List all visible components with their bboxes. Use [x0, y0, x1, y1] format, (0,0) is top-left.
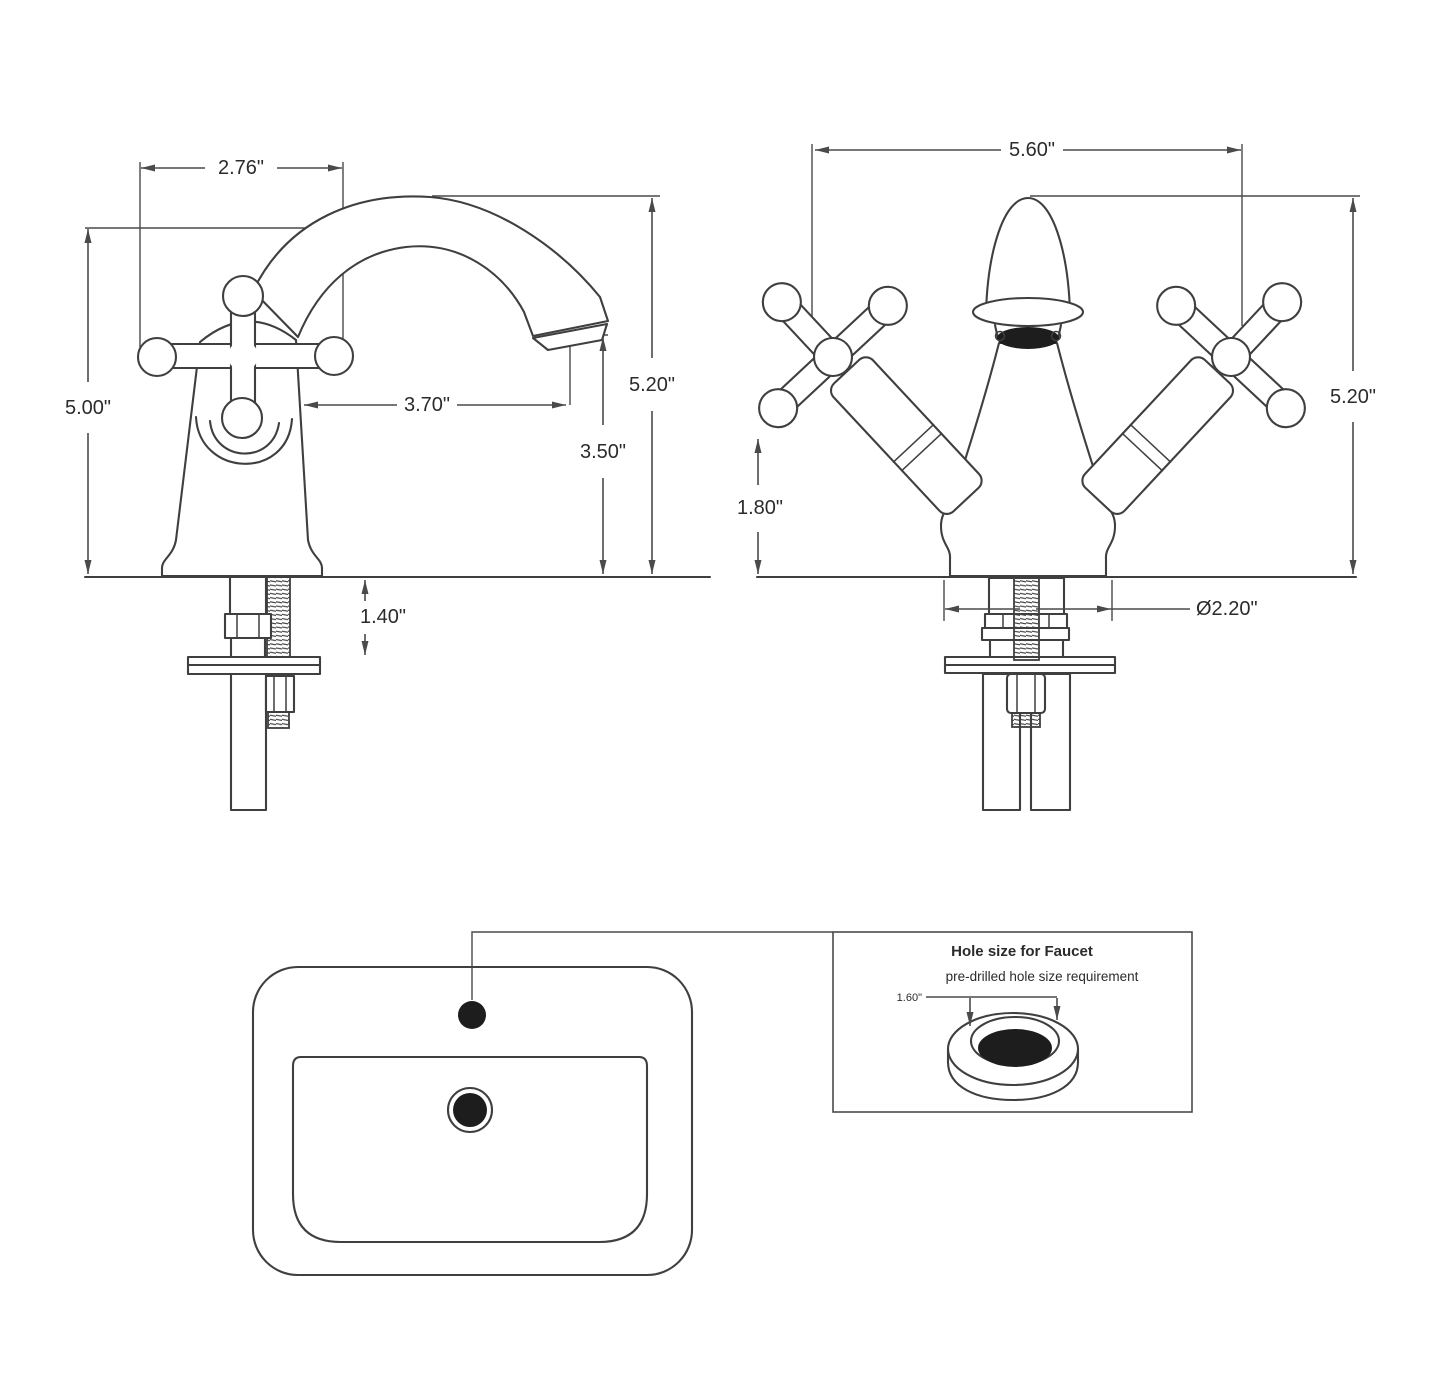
dim-handle-width: 2.76" [141, 157, 342, 179]
dim-spout-reach-label: 3.70" [404, 394, 450, 416]
mounting-hardware-front [943, 576, 1117, 812]
dim-hole-diameter: 1.60" [897, 992, 1061, 1026]
supply-tube-side [229, 672, 268, 812]
drain-ring [446, 1086, 494, 1134]
dim-overall-height-side-label: 5.20" [629, 374, 675, 396]
dim-spout-outlet-height: 3.50" [580, 337, 626, 574]
drain-hole [453, 1093, 487, 1127]
left-cross-handle [758, 282, 983, 515]
dim-hole-diameter-label: 1.60" [897, 992, 922, 1004]
front-view-extension-lines [811, 144, 1360, 621]
escutcheon-outer [194, 415, 294, 465]
dim-overall-width: 5.60" [815, 139, 1241, 161]
dim-handle-clearance-label: 1.80" [737, 497, 783, 519]
faucet-body-front [758, 196, 1306, 578]
detail-box-subtitle: pre-drilled hole size requirement [946, 969, 1139, 984]
dim-shank-length-label: 1.40" [360, 606, 406, 628]
spout-side [251, 195, 610, 339]
spout-rim-front [971, 296, 1085, 328]
detail-box-title: Hole size for Faucet [951, 943, 1093, 960]
sink-top-view [251, 931, 833, 1277]
faucet-body-side [136, 195, 610, 578]
basin-outline [291, 1055, 649, 1244]
dim-base-diameter-label: Ø2.20" [1196, 598, 1258, 620]
dim-overall-height-front: 5.20" [1330, 198, 1376, 574]
dim-body-height-label: 5.00" [65, 397, 111, 419]
front-view: 5.60" 5.20" 1.80" Ø2.20" [737, 139, 1376, 812]
hole-detail-box: Hole size for Faucet pre-drilled hole si… [832, 931, 1193, 1113]
leader-line [471, 931, 833, 1000]
washer-ring [946, 1011, 1080, 1102]
cross-handle-side [136, 274, 355, 440]
aerator-front [997, 327, 1059, 349]
dim-spout-reach: 3.70" [304, 394, 566, 416]
faucet-hole [458, 1001, 486, 1029]
escutcheon-inner [208, 419, 281, 455]
dim-handle-clearance: 1.80" [737, 439, 783, 574]
right-cross-handle [1081, 282, 1306, 515]
pre-drilled-hole [978, 1029, 1052, 1067]
dim-base-diameter: Ø2.20" [945, 598, 1258, 620]
threaded-stud-front [1013, 576, 1040, 661]
dim-shank-length: 1.40" [360, 580, 406, 655]
dim-overall-width-label: 5.60" [1009, 139, 1055, 161]
dim-body-height: 5.00" [65, 229, 111, 574]
dim-spout-outlet-height-label: 3.50" [580, 441, 626, 463]
flange-side [186, 655, 322, 667]
dim-overall-height-side: 5.20" [629, 198, 675, 574]
body-front [939, 341, 1117, 578]
dim-handle-width-label: 2.76" [218, 157, 264, 179]
mounting-hardware-side [186, 575, 322, 812]
spout-cone-front [984, 196, 1072, 314]
side-view: 2.76" 5.00" 3.70" 3.50" 5.20" 1.40" [65, 157, 712, 812]
dim-overall-height-front-label: 5.20" [1330, 386, 1376, 408]
